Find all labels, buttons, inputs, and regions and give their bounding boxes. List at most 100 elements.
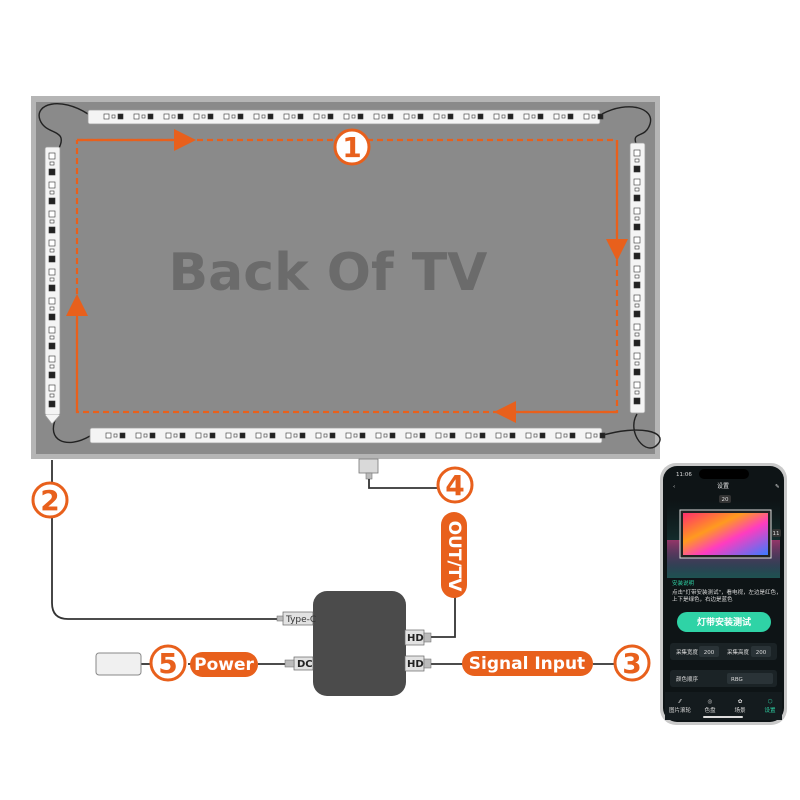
led-chip: [417, 113, 424, 120]
led-chip: [48, 284, 56, 292]
led-chip: [113, 433, 118, 438]
led-chip: [48, 297, 56, 305]
led-chip: [634, 332, 640, 337]
back-chevron-icon[interactable]: ‹: [673, 484, 675, 490]
led-chip: [163, 113, 170, 120]
led-chip: [525, 432, 532, 439]
tv-hdmi-plug: [358, 458, 379, 480]
led-chip: [633, 207, 641, 215]
step-3-badge: 3: [613, 644, 651, 682]
led-chip: [634, 158, 640, 163]
step-5-badge: 5: [149, 644, 187, 682]
led-chip: [495, 432, 502, 439]
svg-text:图片滚轮: 图片滚轮: [669, 706, 692, 714]
led-chip: [49, 335, 55, 340]
led-chip: [633, 252, 641, 260]
step-4-badge: 4: [436, 466, 474, 504]
led-chip: [555, 432, 562, 439]
led-chip: [634, 361, 640, 366]
led-chip: [533, 433, 538, 438]
tab-palette[interactable]: ◎ 色盘: [704, 699, 716, 714]
instruction-line-1: 点击"灯带安装测试"，看电视，左边是红色，: [672, 588, 782, 596]
edit-icon[interactable]: ✎: [775, 484, 780, 490]
led-chip: [48, 268, 56, 276]
tv-preview: [683, 513, 768, 555]
led-chip: [553, 113, 560, 120]
phone-title: 设置: [717, 482, 729, 490]
led-chip: [345, 432, 352, 439]
led-chip: [593, 433, 598, 438]
led-chip: [141, 114, 146, 119]
led-chip: [299, 432, 306, 439]
svg-text:HD: HD: [407, 633, 424, 644]
led-chip: [634, 216, 640, 221]
led-chip: [49, 248, 55, 253]
svg-text:4: 4: [445, 469, 464, 502]
led-chip: [387, 113, 394, 120]
svg-text:Power: Power: [194, 655, 254, 675]
led-chip: [634, 187, 640, 192]
power-adapter: [95, 652, 142, 676]
led-chip: [48, 355, 56, 363]
led-chip: [49, 190, 55, 195]
led-strip-right: [629, 142, 646, 414]
svg-text:200: 200: [756, 650, 767, 656]
led-chip: [111, 114, 116, 119]
tab-settings[interactable]: ⬡ 设置: [764, 698, 776, 714]
led-chip: [351, 114, 356, 119]
led-chip: [193, 113, 200, 120]
led-chip: [49, 277, 55, 282]
led-chip: [381, 114, 386, 119]
led-chip: [633, 310, 641, 318]
led-chip: [591, 114, 596, 119]
led-chip: [201, 114, 206, 119]
svg-text:⬡: ⬡: [768, 698, 773, 705]
order-label: 颜色顺序: [676, 675, 699, 683]
svg-text:3: 3: [622, 647, 641, 680]
width-input[interactable]: [699, 646, 719, 657]
led-chip: [435, 432, 442, 439]
tab-scenes[interactable]: ✿ 场景: [734, 699, 746, 714]
led-strip-bottom: [89, 427, 606, 444]
led-chip: [634, 274, 640, 279]
led-chip: [473, 433, 478, 438]
led-chip: [633, 339, 641, 347]
led-chip: [633, 223, 641, 231]
width-label: 采集宽度: [676, 648, 699, 656]
led-chip: [48, 239, 56, 247]
led-chip: [503, 433, 508, 438]
led-chip: [523, 113, 530, 120]
order-select[interactable]: [727, 673, 773, 684]
led-test-button[interactable]: [677, 612, 771, 632]
led-chip: [567, 113, 574, 120]
top-led-count: 20: [722, 497, 729, 503]
led-chip: [253, 113, 260, 120]
led-chip: [231, 114, 236, 119]
height-input[interactable]: [751, 646, 771, 657]
tab-pictures[interactable]: ⁄⁄ 图片滚轮: [669, 699, 692, 714]
led-chip: [539, 432, 546, 439]
signal-input-pill: Signal Input: [462, 651, 593, 676]
led-chip: [49, 161, 55, 166]
svg-text:5: 5: [158, 647, 177, 680]
led-chip: [413, 433, 418, 438]
led-chip: [49, 306, 55, 311]
instruction-line-2: 上下是绿色，右边是蓝色: [672, 595, 733, 603]
led-chip: [585, 432, 592, 439]
led-chip: [633, 236, 641, 244]
led-chip: [343, 113, 350, 120]
led-chip: [633, 194, 641, 202]
led-chip: [633, 178, 641, 186]
svg-text:RBG: RBG: [731, 677, 743, 683]
led-chip: [633, 397, 641, 405]
led-chip: [537, 113, 544, 120]
svg-text:色盘: 色盘: [704, 706, 716, 714]
led-chip: [103, 113, 110, 120]
led-chip: [471, 114, 476, 119]
led-chip: [233, 433, 238, 438]
phone-tab-bar: [665, 692, 782, 720]
led-chip: [179, 432, 186, 439]
led-chip: [321, 114, 326, 119]
led-chip: [173, 433, 178, 438]
led-chip: [49, 219, 55, 224]
